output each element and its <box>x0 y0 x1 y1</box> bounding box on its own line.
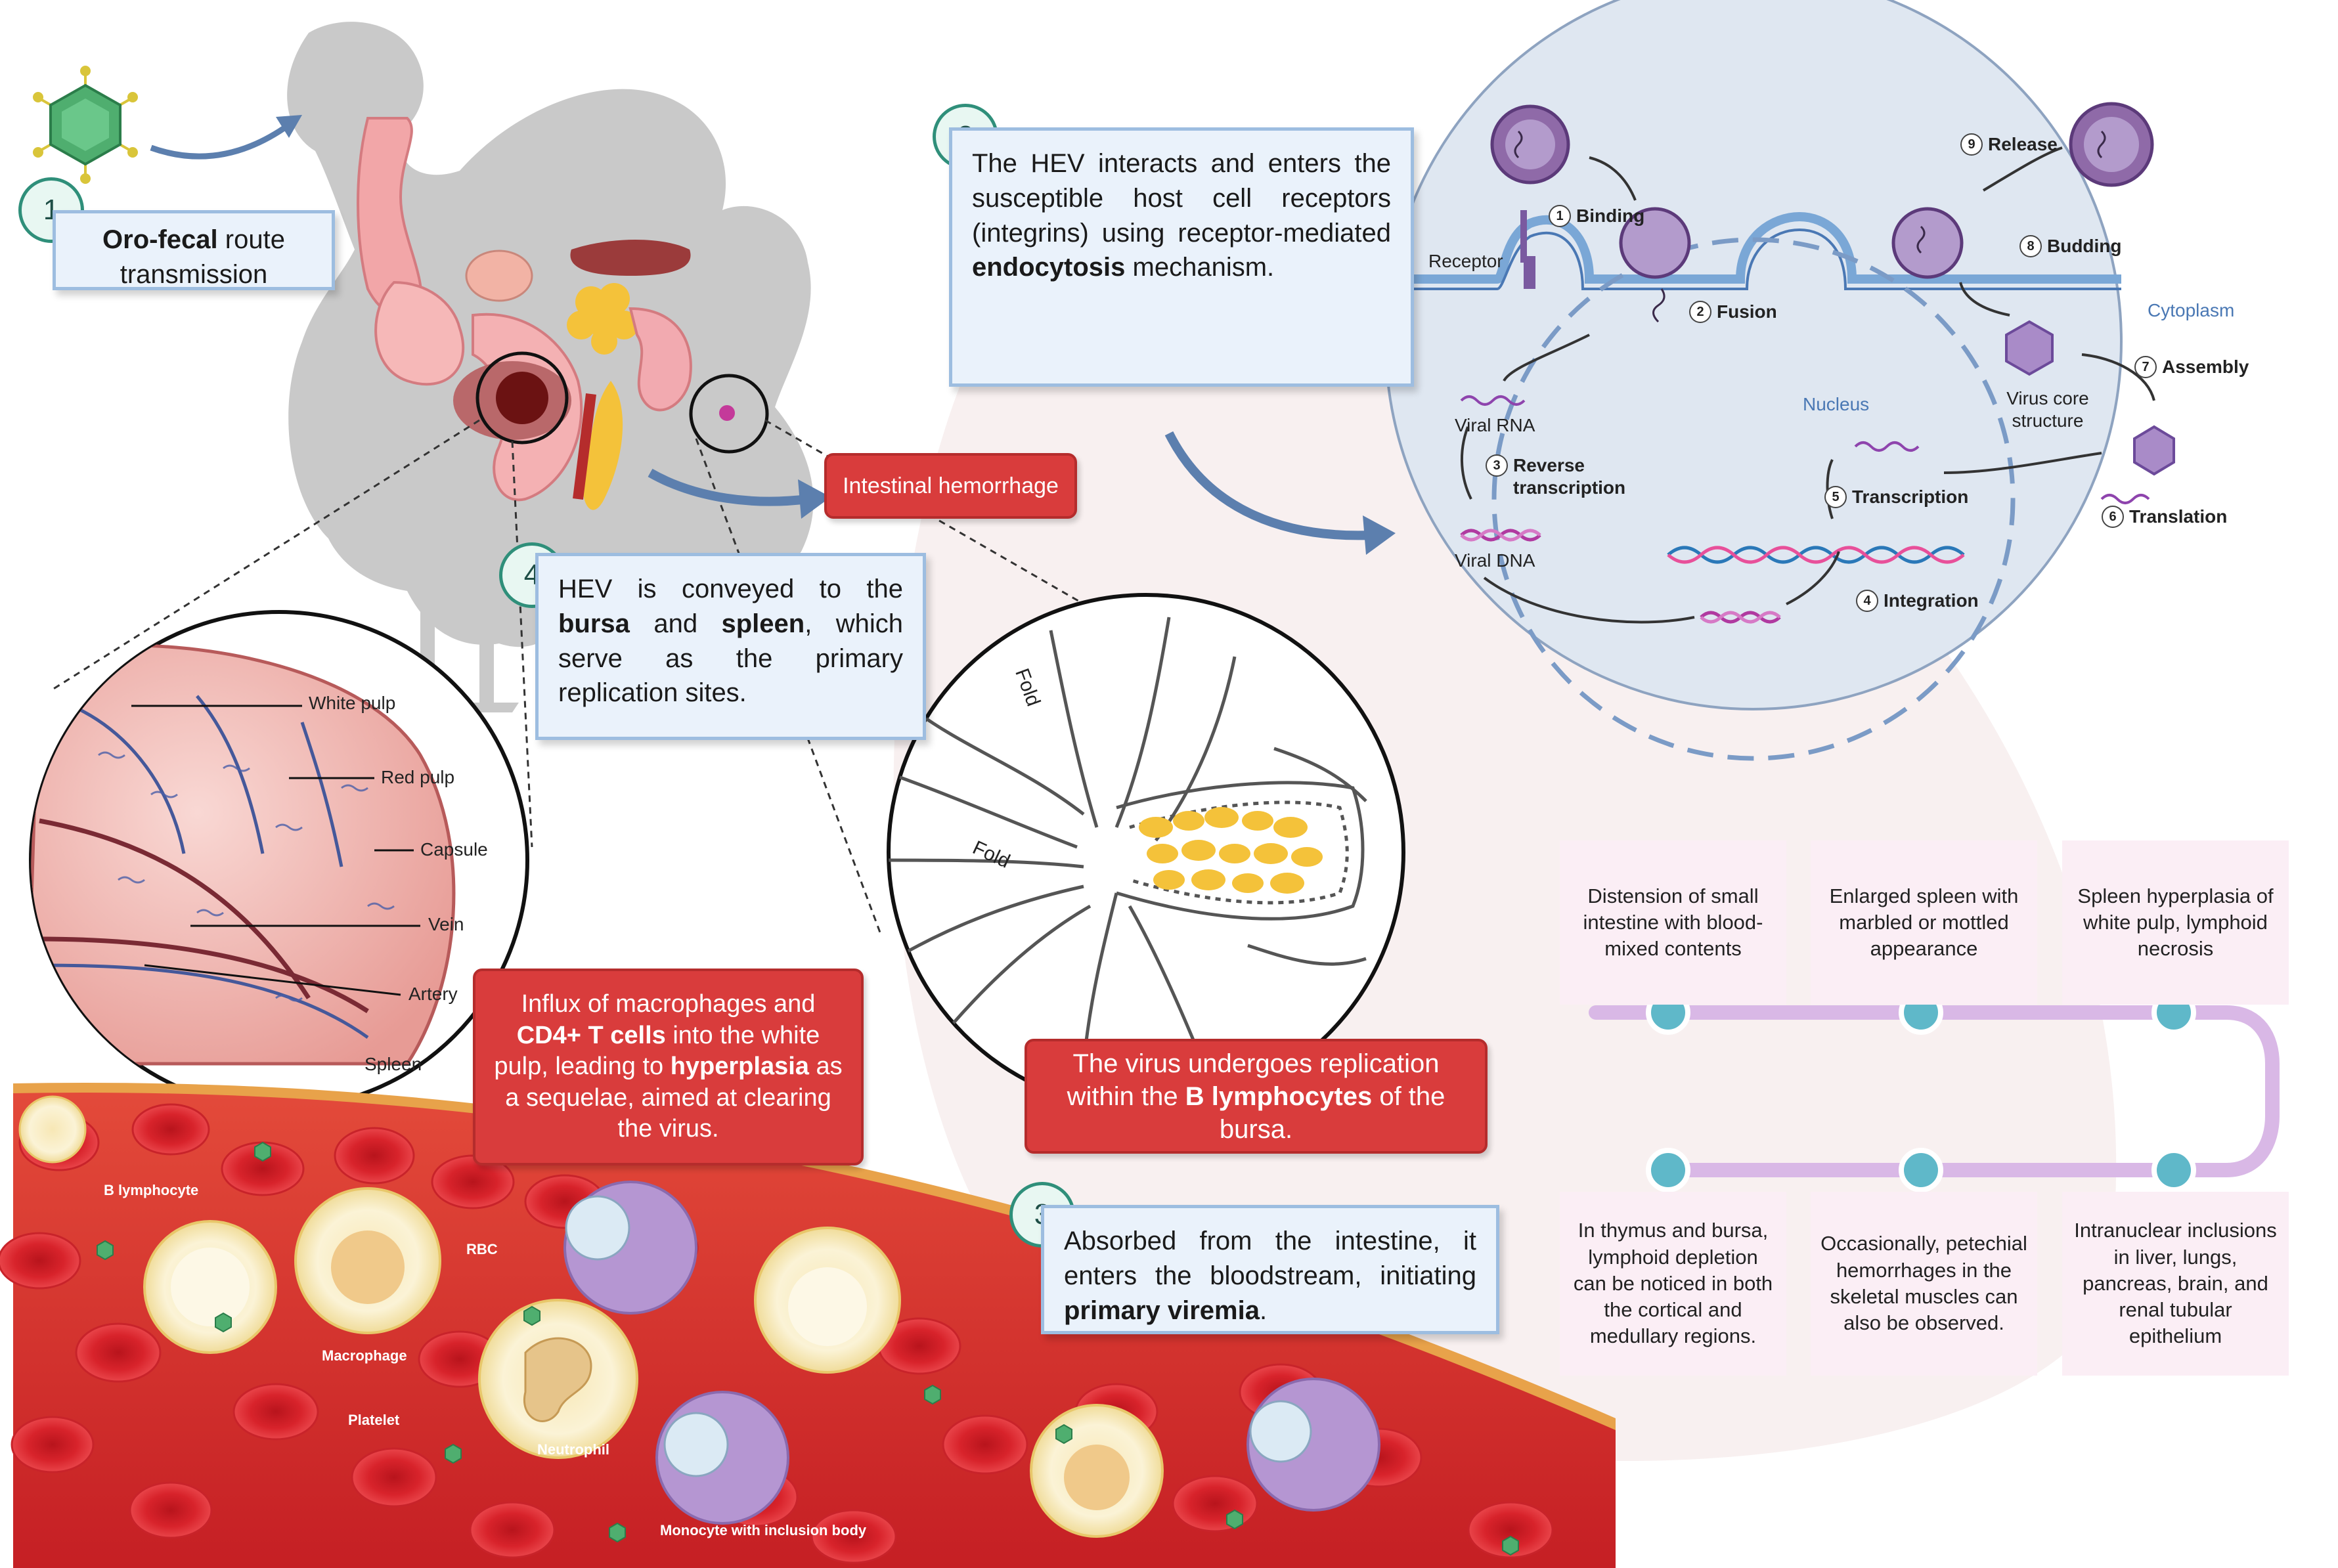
step-4-text-2: and <box>629 609 722 638</box>
bursa-zoom-ring <box>689 374 769 454</box>
cycle-step-label: Binding <box>1576 206 1645 226</box>
cycle-step-label: Fusion <box>1717 301 1777 322</box>
cycle-step-number: 3 <box>1486 454 1508 477</box>
influx-bold-cd4: CD4+ T cells <box>516 1021 666 1049</box>
blood-vessel <box>0 1083 1616 1568</box>
hemorrhage-arrowhead <box>798 479 831 519</box>
blood-label-neutrophil: Neutrophil <box>537 1441 609 1458</box>
cycle-step-label: Budding <box>2047 236 2122 256</box>
blood-label-b-lymphocyte: B lymphocyte <box>104 1182 199 1198</box>
cycle-step-label: Translation <box>2129 506 2228 527</box>
cycle-step-number: 9 <box>1960 133 1983 156</box>
blood-label-monocyte: Monocyte with inclusion body <box>660 1522 867 1538</box>
spleen-label-vein: Vein <box>428 914 464 934</box>
replication-text-2: of the bursa. <box>1219 1081 1445 1144</box>
cycle-step-number: 4 <box>1856 590 1878 612</box>
step-4-bold-spleen: spleen <box>721 609 805 638</box>
step-2-text-end: mechanism. <box>1125 253 1275 282</box>
step-1-box: Oro-fecal route transmission <box>53 210 335 290</box>
spleen-zoom-ring <box>475 351 569 445</box>
receptor-label: Receptor <box>1428 251 1503 271</box>
timeline-card-petechial: Occasionally, petechial hemorrhages in t… <box>1811 1192 2037 1376</box>
step-4-bold-bursa: bursa <box>558 609 630 638</box>
replication-text: The virus undergoes replication within t… <box>1067 1049 1440 1111</box>
cycle-step-label: Reverse transcription <box>1513 455 1626 498</box>
cytoplasm-label: Cytoplasm <box>2148 300 2235 320</box>
cell-entry-arrow <box>1164 431 1373 540</box>
influx-box: Influx of macrophages and CD4+ T cells i… <box>473 969 864 1165</box>
bursa-cross-section <box>887 593 1405 1112</box>
viral-rna-label: Viral RNA <box>1455 415 1535 435</box>
nucleus-boundary <box>1491 237 2016 761</box>
replication-bold-b-lymphocytes: B lymphocytes <box>1185 1081 1373 1111</box>
viral-dna-label: Viral DNA <box>1455 550 1535 571</box>
spleen-cross-section <box>29 610 529 1110</box>
cycle-step-label: Assembly <box>2162 357 2249 377</box>
spleen-label-artery: Artery <box>408 984 458 1004</box>
step-2-text: The HEV interacts and enters the suscept… <box>972 149 1391 248</box>
step-4-text-3: , which serve as the primary replication… <box>558 609 904 708</box>
cycle-step-number: 7 <box>2134 356 2157 378</box>
blood-label-macrophage: Macrophage <box>322 1347 407 1364</box>
nucleus-label: Nucleus <box>1803 394 1870 414</box>
spleen-organ <box>496 372 548 424</box>
transmission-arrow <box>150 122 291 160</box>
timeline-card-spleen-hyperplasia: Spleen hyperplasia of white pulp, lympho… <box>2062 840 2289 1005</box>
cycle-step-number: 6 <box>2102 506 2124 528</box>
spleen-label-red-pulp: Red pulp <box>381 767 455 787</box>
timeline-card-intestine: Distension of small intestine with blood… <box>1560 840 1786 1005</box>
cycle-step-number: 8 <box>2019 235 2042 257</box>
spleen-label-white-pulp: White pulp <box>309 693 396 713</box>
cycle-step-label: Release <box>1988 134 2058 154</box>
cycle-step-fusion: 2 Fusion <box>1689 301 1777 323</box>
step-3-bold: primary viremia <box>1064 1296 1260 1325</box>
step-3-text: Absorbed from the intestine, it enters t… <box>1064 1227 1476 1290</box>
influx-bold-hyperplasia: hyperplasia <box>670 1053 809 1081</box>
intestinal-hemorrhage-label: Intestinal hemorrhage <box>824 453 1077 519</box>
spleen-label-capsule: Capsule <box>420 839 488 860</box>
timeline-card-spleen-enlarged: Enlarged spleen with marbled or mottled … <box>1811 840 2037 1005</box>
hemorrhage-arrow <box>648 468 808 506</box>
cycle-step-integration: 4 Integration <box>1856 590 1979 612</box>
cycle-step-label: Transcription <box>1852 487 1969 507</box>
step-2-bold: endocytosis <box>972 253 1126 282</box>
step-3-text-end: . <box>1259 1296 1268 1325</box>
transmission-arrowhead <box>276 115 302 138</box>
timeline-card-intranuclear: Intranuclear inclusions in liver, lungs,… <box>2062 1192 2289 1376</box>
step-1-text: route transmission <box>120 225 285 289</box>
influx-text-2: into the white pulp, leading to <box>494 1021 820 1081</box>
hev-virus-icon <box>33 66 138 184</box>
cycle-step-number: 2 <box>1689 301 1711 323</box>
step-3-box: Absorbed from the intestine, it enters t… <box>1041 1205 1499 1334</box>
step-1-bold: Oro-fecal <box>102 225 218 254</box>
influx-text-3: as a sequelae, aimed at clearing the vir… <box>505 1053 843 1143</box>
cell-entry-arrowhead <box>1363 515 1396 555</box>
bursa-replication-box: The virus undergoes replication within t… <box>1025 1039 1488 1154</box>
blood-label-platelet: Platelet <box>348 1412 400 1428</box>
blood-label-rbc: RBC <box>466 1241 498 1257</box>
cycle-step-number: 5 <box>1824 486 1847 508</box>
replication-cycle-cell <box>1384 0 2175 761</box>
spleen-label-title: Spleen <box>364 1054 422 1074</box>
cycle-step-label: Integration <box>1884 590 1979 611</box>
step-4-text: HEV is conveyed to the <box>558 575 903 603</box>
virus-core-label: Virus core structure <box>2006 388 2089 431</box>
timeline-card-thymus-bursa: In thymus and bursa, lymphoid depletion … <box>1560 1192 1786 1376</box>
step-4-box: HEV is conveyed to the bursa and spleen,… <box>535 553 926 740</box>
influx-text: Influx of macrophages and <box>521 990 816 1018</box>
cycle-step-number: 1 <box>1549 205 1571 227</box>
step-2-box: The HEV interacts and enters the suscept… <box>949 127 1414 387</box>
